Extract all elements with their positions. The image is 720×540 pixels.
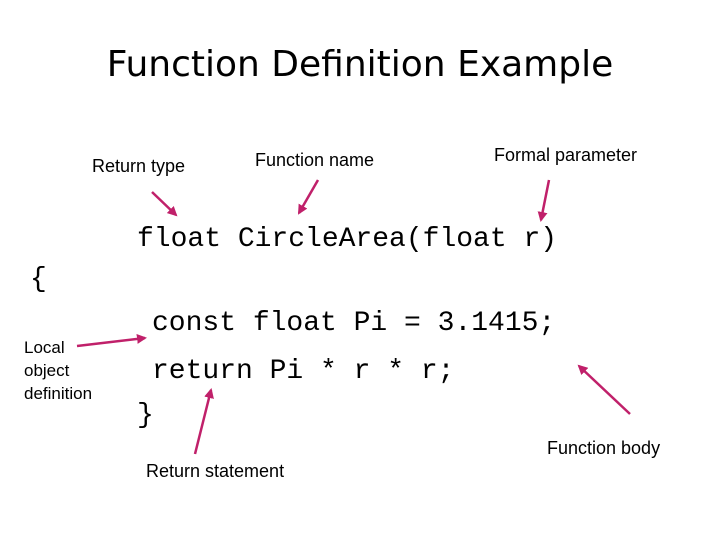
label-function-body: Function body bbox=[547, 438, 661, 458]
arrow-local-object bbox=[76, 333, 147, 348]
code-open-brace: { bbox=[30, 264, 47, 295]
label-return-type: Return type bbox=[92, 156, 186, 176]
label-local-object-definition: Local object definition bbox=[24, 336, 92, 405]
label-function-name: Function name bbox=[255, 150, 375, 170]
code-close-brace: } bbox=[137, 400, 154, 431]
arrow-return-statement bbox=[193, 388, 214, 455]
label-local-line3: definition bbox=[24, 384, 93, 403]
code-line-return: return Pi * r * r; bbox=[152, 356, 455, 387]
label-local-line1: Local bbox=[24, 338, 65, 357]
slide-title: Function Definition Example bbox=[106, 44, 614, 85]
label-formal-parameter: Formal parameter bbox=[494, 145, 638, 165]
label-return-statement: Return statement bbox=[146, 461, 285, 481]
arrow-function-body bbox=[577, 364, 631, 415]
arrow-formal-parameter bbox=[537, 179, 551, 222]
code-line-const: const float Pi = 3.1415; bbox=[152, 308, 556, 339]
label-local-line2: object bbox=[24, 361, 70, 380]
code-signature: float CircleArea(float r) bbox=[137, 224, 558, 255]
arrow-return-type bbox=[151, 191, 178, 217]
arrow-function-name bbox=[297, 179, 320, 215]
